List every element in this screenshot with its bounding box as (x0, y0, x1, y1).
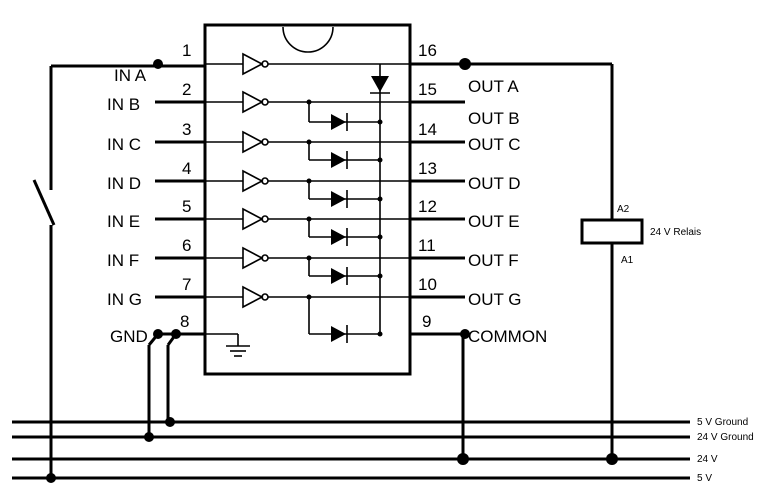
pin-number: 13 (418, 159, 437, 178)
pin-number: 4 (182, 159, 191, 178)
pin-number: 9 (422, 312, 431, 331)
pin-number: 6 (182, 236, 191, 255)
pin-number: 7 (182, 275, 191, 294)
rail-label-5v: 5 V (697, 473, 712, 484)
output-labels: 16 15 14 13 12 11 10 9 OUT A OUT B OUT C… (418, 41, 547, 346)
pin-number: 5 (182, 197, 191, 216)
common-label: COMMON (468, 327, 547, 346)
clamp-diodes (306, 64, 390, 343)
relay-label: 24 V Relais (650, 227, 701, 238)
output-label: OUT E (468, 212, 520, 231)
output-label: OUT D (468, 174, 521, 193)
power-rails: 5 V Ground 24 V Ground 24 V 5 V (12, 417, 754, 484)
ic-notch (282, 26, 334, 53)
output-wires (410, 58, 612, 336)
diode-a (371, 76, 389, 92)
pin-number: 8 (180, 312, 189, 331)
pin-number: 3 (182, 120, 191, 139)
output-label: OUT B (468, 109, 520, 128)
input-label: IN C (107, 135, 141, 154)
gnd-label: GND (110, 327, 148, 346)
rail-label-24v-ground: 24 V Ground (697, 432, 754, 443)
input-label: IN B (107, 95, 140, 114)
input-label: IN F (107, 251, 139, 270)
pin-number: 11 (418, 236, 436, 255)
rail-label-24v: 24 V (697, 454, 718, 465)
input-wires (153, 59, 205, 299)
rail-label-5v-ground: 5 V Ground (697, 417, 748, 428)
pin-number: 14 (418, 120, 437, 139)
junction-dot (459, 58, 471, 70)
input-label: IN G (107, 290, 142, 309)
input-labels: 1 2 3 4 5 6 7 8 IN A IN B IN C IN D IN E… (107, 41, 191, 346)
common-wiring (457, 329, 470, 465)
pin-number: 1 (182, 41, 191, 60)
junction-dot (153, 59, 163, 69)
relay-terminal-a2: A2 (617, 204, 630, 215)
input-label: IN A (114, 66, 147, 85)
relay-terminal-a1: A1 (621, 255, 634, 266)
output-label: OUT A (468, 77, 519, 96)
output-label: OUT G (468, 290, 522, 309)
pin-number: 15 (418, 80, 437, 99)
relay-coil (580, 218, 644, 245)
gnd-wiring (144, 329, 250, 442)
input-switch (32, 64, 205, 483)
relay: A2 A1 24 V Relais (580, 64, 701, 465)
pin-number: 2 (182, 80, 191, 99)
output-label: OUT F (468, 251, 519, 270)
pin-number: 16 (418, 41, 437, 60)
pin-number: 12 (418, 197, 437, 216)
output-label: OUT C (468, 135, 521, 154)
junction-dot (46, 473, 56, 483)
ic-body (203, 23, 412, 376)
pin-number: 10 (418, 275, 437, 294)
inverters (205, 52, 410, 309)
input-label: IN E (107, 212, 140, 231)
input-label: IN D (107, 174, 141, 193)
